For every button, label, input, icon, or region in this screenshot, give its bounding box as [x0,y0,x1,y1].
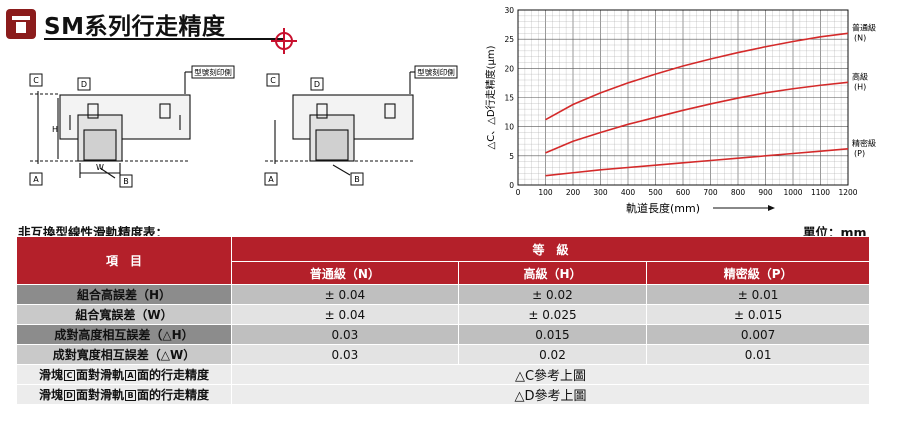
series-line-2 [545,148,849,177]
table-row: 組合寬誤差（W） ± 0.04 ± 0.025 ± 0.015 [16,304,870,325]
y-axis-label: △C、△D行走精度(μm) [484,45,497,149]
chart-series [545,32,849,177]
cell-value: 0.015 [457,324,648,345]
x-tick-label: 100 [538,188,553,197]
x-tick-label: 1200 [838,188,857,197]
cell-value: 0.01 [646,344,870,365]
cross-section-drawing-2: C D A B 型號刻印側 [264,65,458,186]
y-tick-label: 25 [504,35,514,44]
row-label: 成對寬度相互誤差（△W） [16,344,232,365]
title-underline [44,38,284,40]
cell-value: ± 0.04 [231,304,459,325]
x-tick-label: 300 [593,188,608,197]
row-label: 組合高誤差（H） [16,284,232,305]
x-tick-label: 800 [731,188,746,197]
brand-logo-icon [6,9,36,39]
ref-c-label: C [270,76,276,85]
cell-value: △C參考上圖 [231,364,870,385]
cell-value: △D參考上圖 [231,384,870,405]
x-tick-label: 500 [648,188,663,197]
ref-c-label: C [33,76,39,85]
x-axis-label: 軌道長度(mm) [626,201,700,215]
series-line-0 [545,32,849,121]
dim-w-label: W [96,163,104,172]
ref-a-label: A [33,175,39,184]
ref-b-label: B [123,177,129,186]
ref-d-label: D [314,80,320,89]
series-code: (H) [854,82,866,91]
item-header: 項 目 [16,236,232,285]
cell-value: ± 0.01 [646,284,870,305]
chart-axes [517,9,849,186]
cell-value: 0.02 [457,344,648,365]
x-tick-label: 0 [516,188,521,197]
cell-value: 0.007 [646,324,870,345]
x-tick-label: 1000 [783,188,802,197]
table-row: 成對寬度相互誤差（△W） 0.03 0.02 0.01 [16,344,870,365]
ref-b-label: B [354,175,360,184]
chart-grid [517,9,849,186]
grade-h-header: 高級（H） [457,261,648,285]
grade-header: 等 級 [231,236,870,262]
x-tick-label: 900 [758,188,773,197]
series-code: (N) [854,33,866,42]
grade-n-header: 普通級（N） [231,261,459,285]
series-label: 精密級 [852,138,876,148]
y-tick-label: 0 [509,181,514,190]
cell-value: 0.03 [231,344,459,365]
crosshair-icon [271,28,297,54]
x-tick-label: 1100 [811,188,830,197]
ref-a-label: A [268,175,274,184]
series-line-1 [545,81,849,154]
x-tick-label: 600 [676,188,691,197]
mark-side-label: 型號刻印側 [194,67,232,77]
x-tick-label: 400 [621,188,636,197]
table-row: 成對高度相互誤差（△H） 0.03 0.015 0.007 [16,324,870,345]
cell-value: ± 0.025 [457,304,648,325]
table-row: 組合高誤差（H） ± 0.04 ± 0.02 ± 0.01 [16,284,870,305]
series-label: 高級 [852,71,868,81]
series-code: (P) [854,149,865,158]
plot-frame [517,9,849,186]
row-label: 成對高度相互誤差（△H） [16,324,232,345]
dim-h-label: H [52,125,58,134]
y-tick-label: 20 [504,64,514,73]
cell-value: ± 0.015 [646,304,870,325]
cross-section-drawing-1: C D A B H W 型號刻印側 [29,65,235,188]
ref-d-label: D [81,80,87,89]
title-block: SM系列行走精度 [6,6,225,42]
x-tick-label: 200 [566,188,581,197]
row-label: 組合寬誤差（W） [16,304,232,325]
y-tick-label: 10 [504,123,514,132]
y-tick-label: 15 [504,94,514,103]
series-label: 普通級 [852,22,876,32]
cell-value: 0.03 [231,324,459,345]
x-tick-label: 700 [703,188,718,197]
x-axis-arrowhead [768,205,775,211]
cell-value: ± 0.02 [457,284,648,305]
grade-p-header: 精密級（P） [646,261,870,285]
page-title: SM系列行走精度 [44,14,226,40]
accuracy-table: 項 目 等 級 普通級（N） 高級（H） 精密級（P） 組合高誤差（H） ± 0… [16,236,870,405]
y-tick-label: 5 [509,152,514,161]
cell-value: ± 0.04 [231,284,459,305]
y-tick-label: 30 [504,6,514,15]
mark-side-label: 型號刻印側 [417,67,455,77]
